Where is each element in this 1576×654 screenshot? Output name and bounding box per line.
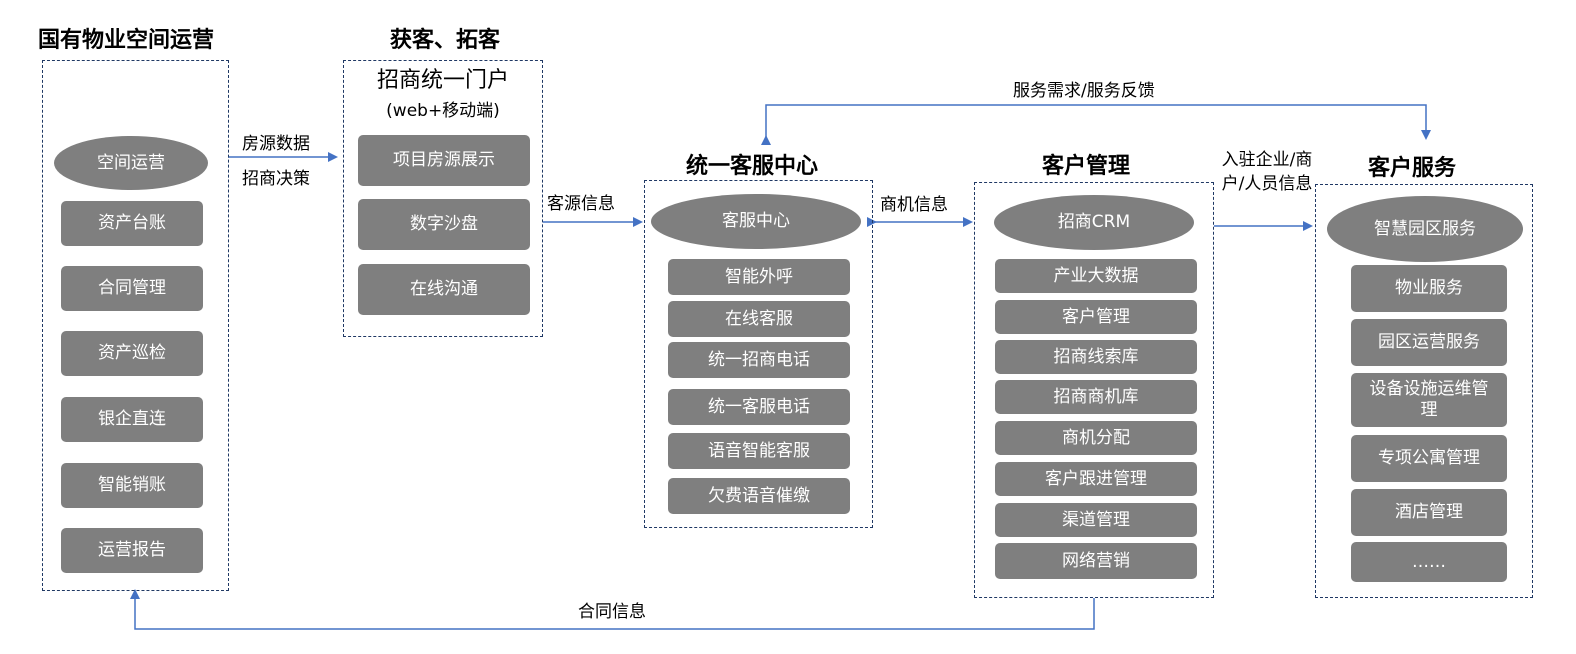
acquire-title: 获客、拓客 [390, 28, 501, 53]
space-ops-group [42, 60, 229, 591]
flow-label-contract: 合同信息 [578, 602, 646, 622]
service-center-title: 统一客服中心 [686, 154, 819, 179]
customer-service-group [1315, 184, 1533, 598]
flow-label-opportunity: 商机信息 [880, 195, 948, 215]
customer-mgmt-item: 商机分配 [995, 421, 1197, 455]
customer-mgmt-item: 网络营销 [995, 543, 1197, 579]
flow-label-customer-source: 客源信息 [547, 194, 615, 214]
customer-service-item: 物业服务 [1351, 265, 1507, 312]
flow-label-investment-decision: 招商决策 [242, 169, 310, 189]
service-center-item: 智能外呼 [668, 259, 850, 295]
customer-mgmt-item: 渠道管理 [995, 503, 1197, 537]
space-ops-head: 空间运营 [54, 136, 208, 190]
customer-service-item: 园区运营服务 [1351, 319, 1507, 366]
service-center-item: 语音智能客服 [668, 433, 850, 469]
customer-mgmt-title: 客户管理 [1042, 154, 1131, 179]
space-ops-item: 合同管理 [61, 266, 203, 311]
acquire-item: 数字沙盘 [358, 199, 530, 250]
service-center-item: 统一招商电话 [668, 342, 850, 378]
service-center-item: 欠费语音催缴 [668, 478, 850, 514]
space-ops-title: 国有物业空间运营 [38, 28, 215, 53]
customer-mgmt-item: 招商线索库 [995, 340, 1197, 374]
customer-mgmt-item: 客户跟进管理 [995, 462, 1197, 496]
space-ops-item: 资产台账 [61, 201, 203, 246]
customer-mgmt-item: 产业大数据 [995, 259, 1197, 293]
acquire-item: 项目房源展示 [358, 135, 530, 186]
acquire-group [343, 60, 543, 337]
acquire-item: 在线沟通 [358, 264, 530, 315]
flow-label-tenants: 入驻企业/商户/人员信息 [1221, 150, 1313, 194]
customer-service-item: 专项公寓管理 [1351, 435, 1507, 482]
space-ops-item: 资产巡检 [61, 331, 203, 376]
customer-mgmt-head: 招商CRM [994, 195, 1194, 250]
portal-title: 招商统一门户 [376, 68, 509, 93]
customer-service-item: 酒店管理 [1351, 489, 1507, 536]
space-ops-item: 运营报告 [61, 528, 203, 573]
arrow-contract [130, 589, 1095, 630]
customer-service-title: 客户服务 [1368, 156, 1457, 181]
customer-service-item: …… [1351, 542, 1507, 582]
customer-mgmt-group [974, 182, 1214, 598]
arrow-service-feedback [761, 104, 1431, 145]
space-ops-item: 银企直连 [61, 397, 203, 442]
customer-service-head: 智慧园区服务 [1327, 196, 1523, 262]
customer-mgmt-item: 招商商机库 [995, 380, 1197, 414]
customer-service-item: 设备设施运维管理 [1351, 373, 1507, 427]
service-center-item: 在线客服 [668, 301, 850, 337]
flow-label-service-feedback: 服务需求/服务反馈 [1013, 81, 1155, 101]
space-ops-item: 智能销账 [61, 463, 203, 508]
service-center-head: 客服中心 [651, 194, 861, 249]
service-center-group [644, 180, 873, 528]
service-center-item: 统一客服电话 [668, 389, 850, 425]
flow-label-housing-data: 房源数据 [242, 134, 310, 154]
customer-mgmt-item: 客户管理 [995, 300, 1197, 334]
portal-subtitle: (web+移动端) [386, 101, 500, 121]
